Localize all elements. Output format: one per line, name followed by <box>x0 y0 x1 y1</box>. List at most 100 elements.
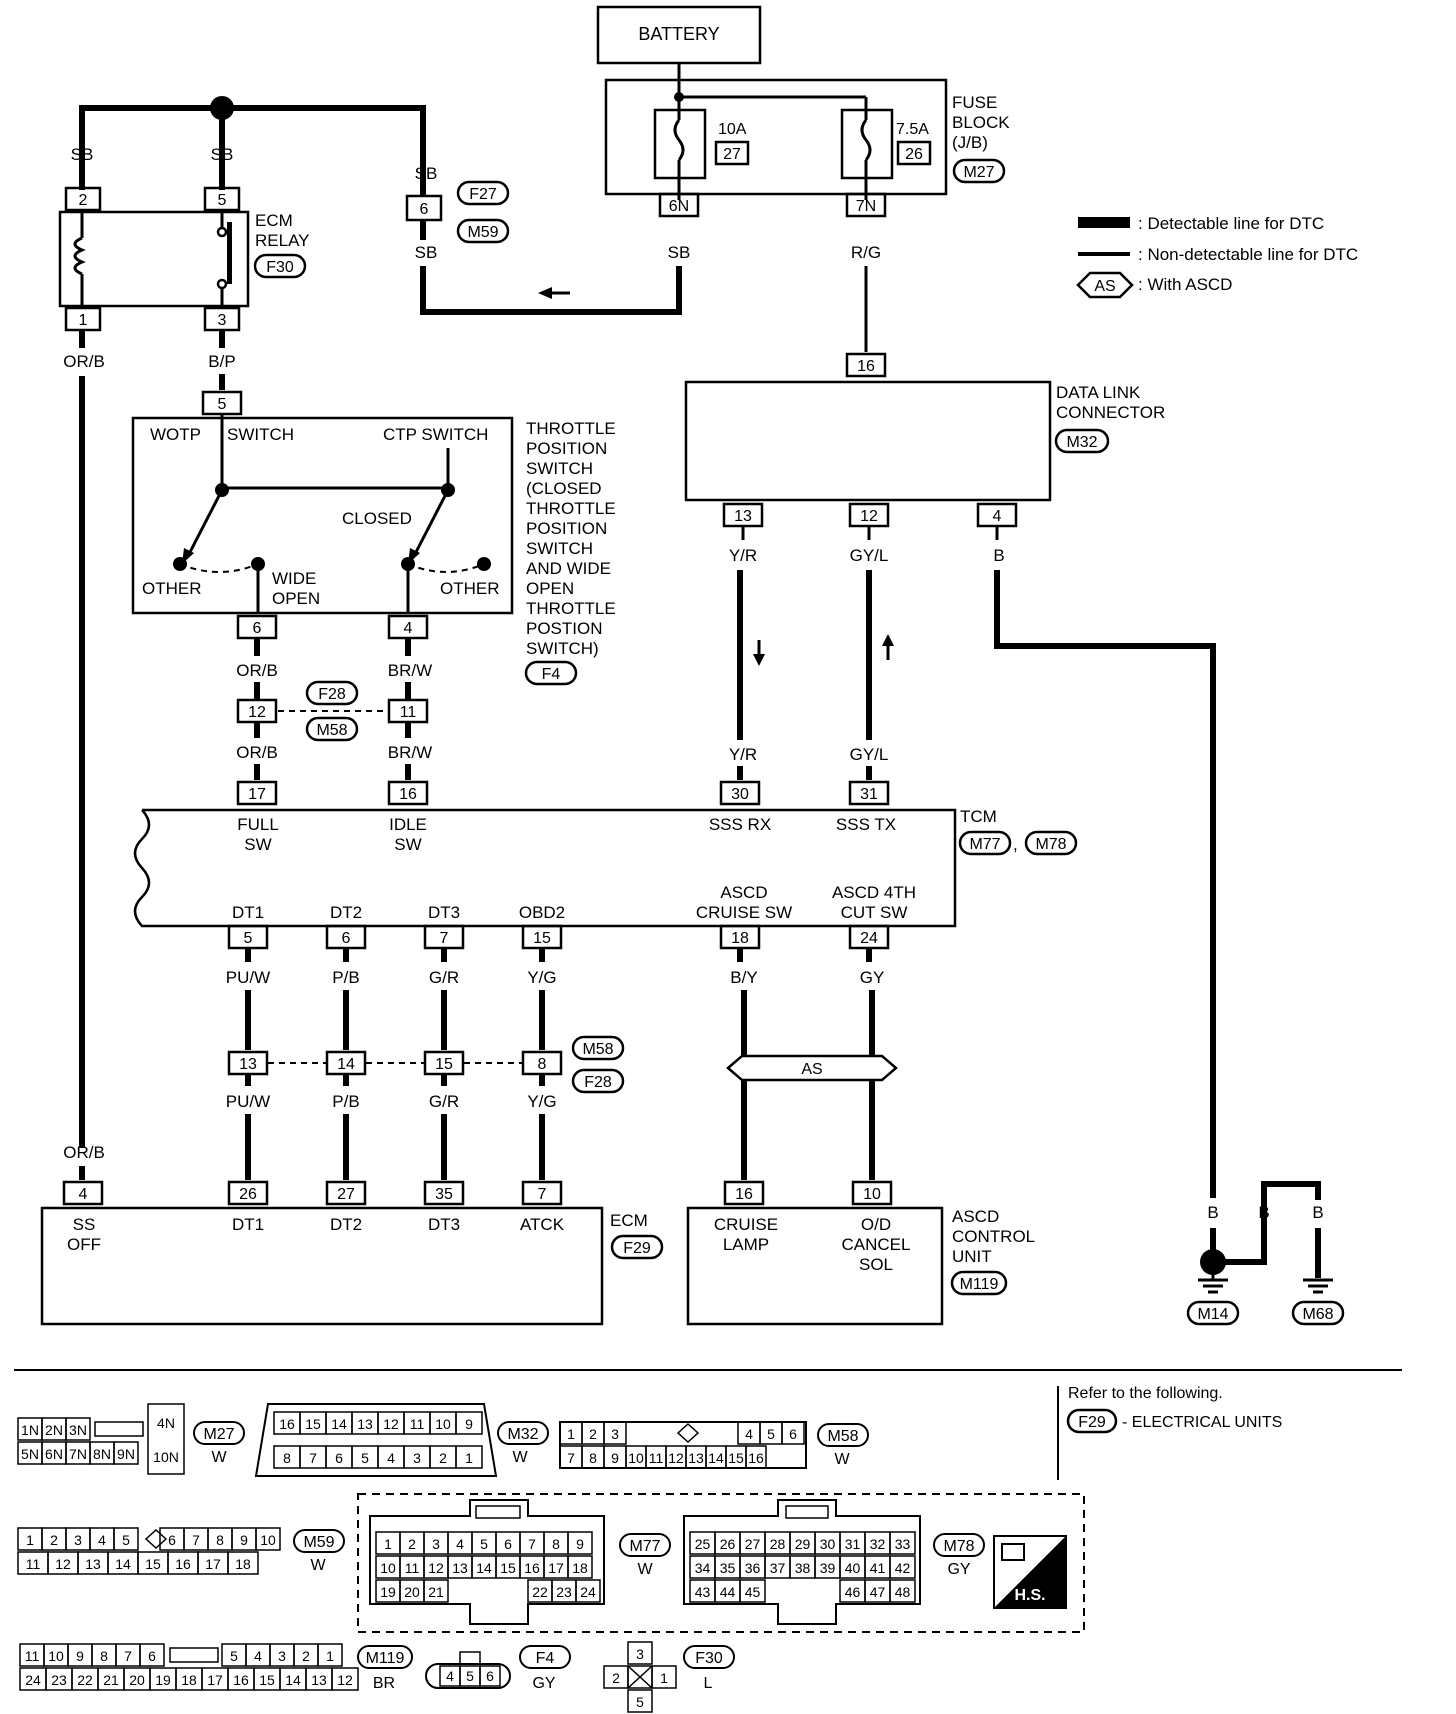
m27-pin-3N: 3N <box>69 1422 87 1438</box>
m78-pin-26: 26 <box>720 1536 736 1552</box>
ecm-relay-label: ECM <box>255 211 293 230</box>
dlc-pin-16: 16 <box>857 358 875 375</box>
m77-pin-5: 5 <box>480 1536 488 1552</box>
m58-pin-6: 6 <box>789 1426 797 1442</box>
relay-pin-5: 5 <box>218 192 227 209</box>
m59-pin-10: 10 <box>260 1532 276 1548</box>
m77-pin-20: 20 <box>404 1584 420 1600</box>
m27-side-block <box>147 1403 185 1475</box>
m119-pin-10: 10 <box>48 1648 64 1664</box>
wire-sb-joint-lower: SB <box>415 243 438 262</box>
m77-pin-13: 13 <box>452 1560 468 1576</box>
wire-brw-tps: BR/W <box>388 661 432 680</box>
tcm-pin-6: 6 <box>342 930 351 947</box>
m27-pin-8N: 8N <box>93 1446 111 1462</box>
m77-ref: M77 <box>629 1538 660 1555</box>
m59-ref-box <box>293 1529 345 1553</box>
m78-pin-33: 33 <box>895 1536 911 1552</box>
battery-label: BATTERY <box>638 24 719 44</box>
m32-pin-1: 1 <box>465 1450 473 1466</box>
joint-ref-f27: F27 <box>469 186 497 203</box>
tps-open-label: OPEN <box>272 589 320 608</box>
m119-pin-12-cell <box>331 1667 359 1691</box>
m78-pin-48: 48 <box>895 1584 911 1600</box>
m32-pin-12: 12 <box>383 1416 399 1432</box>
m59-pin-5-cell <box>113 1527 139 1551</box>
m119-pin-20: 20 <box>129 1672 145 1688</box>
m78-pin-36: 36 <box>745 1560 761 1576</box>
tcm-obd2-label: OBD2 <box>519 903 565 922</box>
ground-wire-b3: B <box>1312 1203 1323 1222</box>
m58-pin-3: 3 <box>611 1426 619 1442</box>
f30-color: L <box>704 1675 713 1692</box>
m119-pin-6: 6 <box>148 1648 156 1664</box>
wire-sb-relay-5: SB <box>211 145 234 164</box>
f4-pin-5: 5 <box>466 1668 474 1684</box>
f4-pin-6-cell <box>479 1665 501 1687</box>
ecm-relay: 2 5 1 3 ECM RELAY F30 <box>58 186 310 332</box>
m119-pin-4: 4 <box>254 1648 262 1664</box>
ecm-ref: F29 <box>623 1240 651 1257</box>
tcm-pin-24: 24 <box>860 930 878 947</box>
legend-non-detectable: : Non-detectable line for DTC <box>1138 245 1358 264</box>
fuse-block-label-3: (J/B) <box>952 133 988 152</box>
tps-title-9: OPEN <box>526 579 574 598</box>
tcm-ascd-cruise-1: ASCD <box>720 883 767 902</box>
m58-pin-8: 8 <box>589 1450 597 1466</box>
m58-shell <box>559 1421 807 1469</box>
m78-pin-48-cell <box>889 1579 916 1603</box>
tps-title-3: SWITCH <box>526 459 593 478</box>
relay-pin-2: 2 <box>79 192 88 209</box>
low-conn-pin-13: 13 <box>239 1056 257 1073</box>
wire-sb-joint: SB <box>415 164 438 183</box>
m58-pin-5: 5 <box>767 1426 775 1442</box>
m119-pin-15: 15 <box>259 1672 275 1688</box>
low-conn-pin-15: 15 <box>435 1056 453 1073</box>
m58-pin-16: 16 <box>748 1450 764 1466</box>
legend-as-tag: AS <box>1094 278 1115 295</box>
m58-pin-14: 14 <box>708 1450 724 1466</box>
tcm-ref-separator: , <box>1013 835 1018 854</box>
battery: BATTERY <box>596 5 762 65</box>
ecm-pin-7: 7 <box>538 1186 547 1203</box>
m32-pin-5: 5 <box>361 1450 369 1466</box>
m58-pin-2: 2 <box>589 1426 597 1442</box>
m58-pin-4: 4 <box>745 1426 753 1442</box>
m32-pin-10: 10 <box>435 1416 451 1432</box>
ecm-off-label: OFF <box>67 1235 101 1254</box>
m119-pin-18: 18 <box>181 1672 197 1688</box>
wire-yr-dlc: Y/R <box>729 546 757 565</box>
f4-key <box>459 1651 481 1665</box>
tcm-pin-15: 15 <box>533 930 551 947</box>
relay-pin-3: 3 <box>218 312 227 329</box>
m59-pin-13: 13 <box>85 1556 101 1572</box>
wire-brw-tcm: BR/W <box>388 743 432 762</box>
m58-pin-10: 10 <box>628 1450 644 1466</box>
m78-pin-47: 47 <box>870 1584 886 1600</box>
f4-pin-6: 6 <box>486 1668 494 1684</box>
m119-pin-5: 5 <box>230 1648 238 1664</box>
m27-ref-box <box>193 1421 245 1445</box>
fuse-block-label: FUSE <box>952 93 997 112</box>
tcm-pin-17: 17 <box>248 786 266 803</box>
m27-pin-4n: 4N <box>157 1415 175 1431</box>
ascd-unit-title-3: UNIT <box>952 1247 992 1266</box>
m27-pin-9N: 9N <box>117 1446 135 1462</box>
grounds: B B B M14 M68 <box>1186 1181 1345 1326</box>
m27-latch <box>94 1421 144 1437</box>
hs-label: H.S. <box>1014 1587 1045 1604</box>
m59-pin-18-cell <box>227 1551 259 1575</box>
tcm-ref-m77: M77 <box>969 836 1000 853</box>
f30-pin-3-cell <box>627 1641 653 1665</box>
m77-pin-23: 23 <box>556 1584 572 1600</box>
tps-wotp-label: WOTP <box>150 425 201 444</box>
m78-pin-45-cell <box>739 1579 766 1603</box>
dlc-pin-4: 4 <box>993 508 1002 525</box>
m77-pin-14: 14 <box>476 1560 492 1576</box>
tcm-ascd-4th-1: ASCD 4TH <box>832 883 916 902</box>
wire-gy: GY <box>860 968 885 987</box>
m27-pin-3N-cell <box>65 1417 91 1441</box>
wire-yg-tcm: Y/G <box>527 968 556 987</box>
fuse-block-ref: M27 <box>963 164 994 181</box>
